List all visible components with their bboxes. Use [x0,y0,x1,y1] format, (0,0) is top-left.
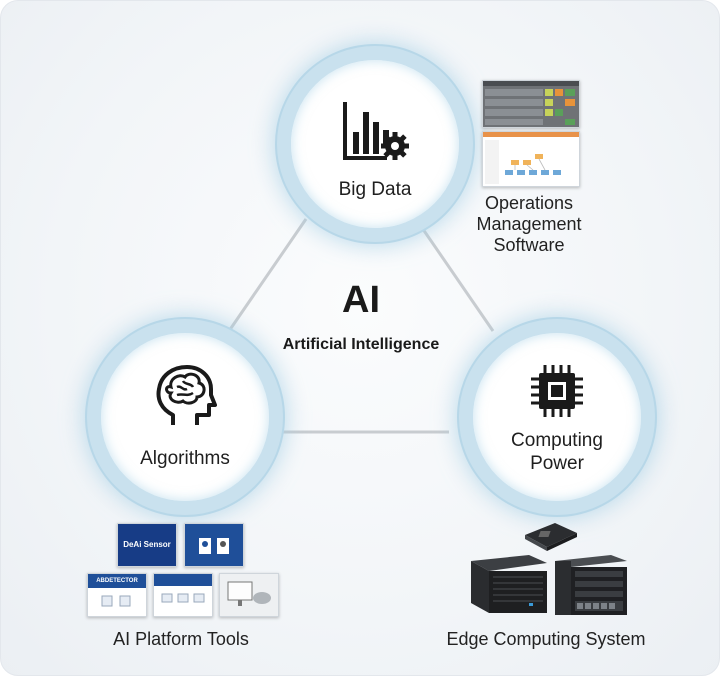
center-title: AI [342,279,380,321]
ops-screenshot-flowchart [482,131,580,187]
brain-head-icon [156,365,217,425]
connector-bigdata-computing [414,218,495,332]
flowchart-preview-image [483,132,579,184]
ops-caption-line2: Management [476,214,582,234]
edge-box-small [471,555,547,613]
center-subtitle: Artificial Intelligence [282,336,440,353]
device-preview-image [227,581,271,606]
workflow-header-bar [154,574,212,586]
platform-thumb-workflow [153,573,213,617]
workflow-preview-image [161,593,205,603]
edge-server [555,555,627,615]
platform-thumb-device [219,573,279,617]
edge-hardware-image [471,523,627,615]
node-computing-power-label-line1: Computing [511,430,603,451]
node-big-data-label: Big Data [338,179,412,200]
edge-system-caption: Edge Computing System [446,629,646,649]
ops-caption-line1: Operations [484,193,574,213]
dashboard-preview-image [483,81,579,125]
platform-thumb-abdetector: ABDETECTOR [87,573,147,617]
node-algorithms: Algorithms [87,319,283,515]
dai-sensor-logo-text: DeAi Sensor [123,540,171,549]
node-computing-power: Computing Power [459,319,655,515]
node-algorithms-label: Algorithms [140,448,230,469]
platform-thumb-dai-sensor: DeAi Sensor [117,523,177,567]
abdetector-logo-text: ABDETECTOR [88,574,146,588]
bar-chart-gear-icon [343,102,409,160]
app-home-preview-image [199,538,229,554]
cpu-chip-icon [531,365,583,417]
node-big-data: Big Data [277,46,473,242]
edge-board [525,523,577,551]
node-computing-power-label-line2: Power [530,453,584,474]
ops-caption-line3: Software [493,235,565,255]
platform-thumb-app-home [184,523,244,567]
platform-tools-caption: AI Platform Tools [113,629,249,649]
ops-screenshot-dashboard [482,80,580,128]
connector-bigdata-algorithms [227,218,308,332]
abdetector-preview-image [101,595,131,607]
